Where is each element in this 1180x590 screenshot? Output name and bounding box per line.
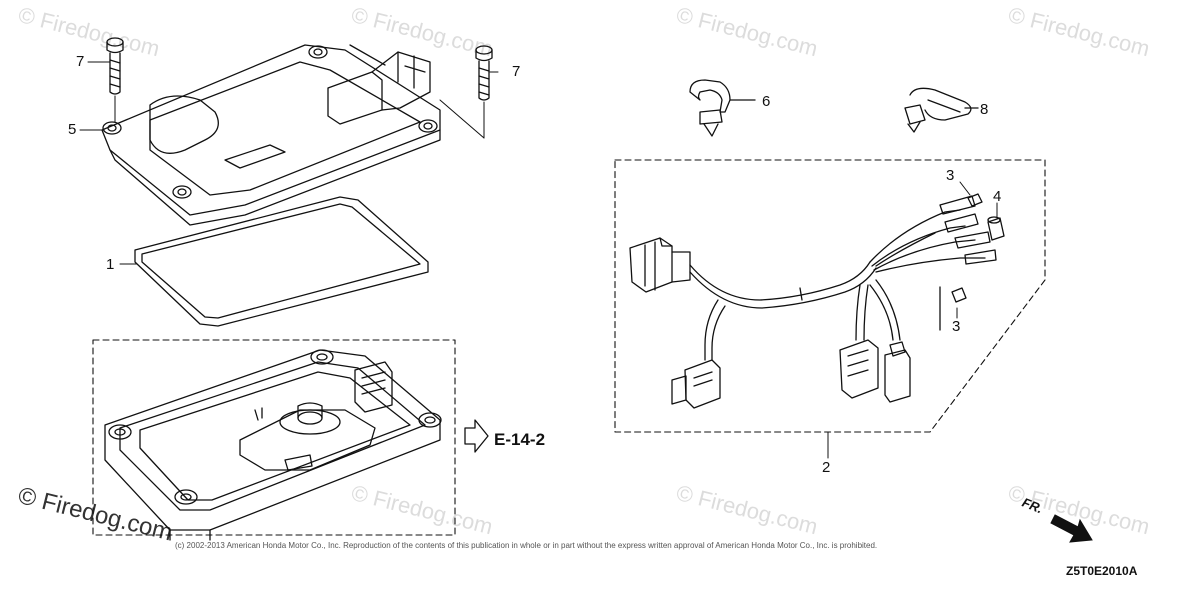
copyright-notice: (c) 2002-2013 American Honda Motor Co., … [175,541,878,550]
callout-3-upper: 3 [946,167,955,184]
callout-8: 8 [980,101,989,118]
callout-6: 6 [762,93,771,110]
reference-label: E-14-2 [494,430,546,449]
clip-6 [689,79,756,137]
wire-harness [629,195,997,409]
callout-7-left: 7 [76,53,85,70]
callout-2: 2 [822,459,831,476]
control-unit-cover [101,44,441,226]
bolt-7-left [106,37,124,95]
callout-5: 5 [68,121,77,138]
e14-dashed-box [92,339,456,541]
front-direction-arrow-icon [1050,514,1093,543]
ref-arrow-icon [464,419,489,453]
callout-3-lower: 3 [952,318,961,335]
callout-7-right: 7 [512,63,521,80]
sleeve-4 [987,216,1005,241]
bolt-7-right [475,45,493,101]
callout-1: 1 [106,256,115,273]
callout-4: 4 [993,188,1002,205]
diagram-ref-code: Z5T0E2010A [1066,564,1138,578]
cable-tie-8 [904,87,979,133]
harness-dashed-box [614,159,1046,433]
terminal-cap-3-lower [939,286,967,331]
terminal-cap-3-upper [967,193,983,207]
gasket [134,196,429,327]
